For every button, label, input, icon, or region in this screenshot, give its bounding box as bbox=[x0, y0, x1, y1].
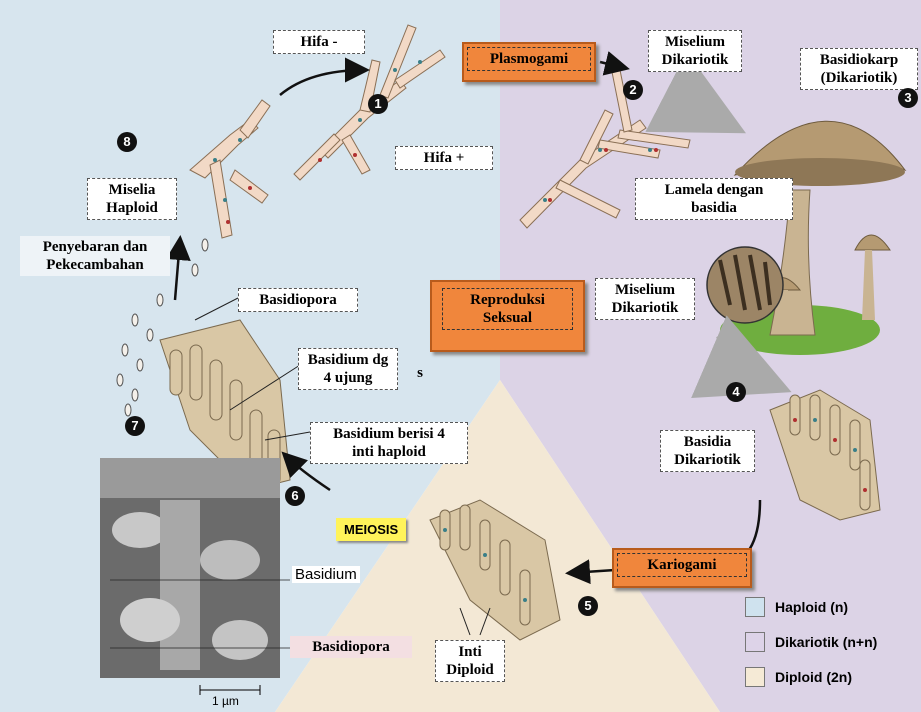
text-line: Dikariotik bbox=[600, 299, 690, 317]
text-line: Pekecambahan bbox=[24, 256, 166, 274]
text-line: 4 ujung bbox=[303, 369, 393, 387]
label-basidiokarp: Basidiokarp(Dikariotik) bbox=[800, 48, 918, 90]
label-basidiopora-top: Basidiopora bbox=[238, 288, 358, 312]
box-plasmogami: Plasmogami bbox=[462, 42, 596, 82]
legend-diploid: Diploid (2n) bbox=[745, 667, 852, 687]
text-line: Inti bbox=[440, 643, 500, 661]
text-line: Diploid bbox=[440, 661, 500, 679]
legend-swatch-haploid bbox=[745, 597, 765, 617]
label-kariogami: Kariogami bbox=[617, 553, 747, 577]
text-line: Seksual bbox=[447, 309, 568, 327]
step-5-marker: 5 bbox=[578, 596, 598, 616]
legend-swatch-dikariotik bbox=[745, 632, 765, 652]
label-basidiopora-bottom: Basidiopora bbox=[290, 636, 412, 658]
step-6-marker: 6 bbox=[285, 486, 305, 506]
text-line: Reproduksi bbox=[447, 291, 568, 309]
legend-label-diploid: Diploid (2n) bbox=[775, 669, 852, 685]
text-line: Miselium bbox=[653, 33, 737, 51]
text-line: Miselium bbox=[600, 281, 690, 299]
text-line: Dikariotik bbox=[653, 51, 737, 69]
text-line: inti haploid bbox=[315, 443, 463, 461]
box-kariogami: Kariogami bbox=[612, 548, 752, 588]
sem-micrograph bbox=[100, 458, 290, 695]
text-line: Basidium dg bbox=[303, 351, 393, 369]
legend-label-dikariotik: Dikariotik (n+n) bbox=[775, 634, 877, 650]
label-hifa-minus: Hifa - bbox=[273, 30, 365, 54]
text-line: basidia bbox=[640, 199, 788, 217]
step-1-marker: 1 bbox=[368, 94, 388, 114]
text-line: Lamela dengan bbox=[640, 181, 788, 199]
label-meiosis: MEIOSIS bbox=[336, 518, 406, 541]
scale-bar-label: 1 µm bbox=[212, 694, 239, 708]
text-line: Basidium berisi 4 bbox=[315, 425, 463, 443]
step-2-marker: 2 bbox=[623, 80, 643, 100]
step-3-marker: 3 bbox=[898, 88, 918, 108]
text-line: (Dikariotik) bbox=[805, 69, 913, 87]
step-8-marker: 8 bbox=[117, 132, 137, 152]
legend-haploid: Haploid (n) bbox=[745, 597, 848, 617]
text-line: Haploid bbox=[92, 199, 172, 217]
legend-swatch-diploid bbox=[745, 667, 765, 687]
text-line: Dikariotik bbox=[665, 451, 750, 469]
label-hifa-plus: Hifa + bbox=[395, 146, 493, 170]
step-7-marker: 7 bbox=[125, 416, 145, 436]
label-plasmogami: Plasmogami bbox=[467, 47, 591, 71]
text-line: Penyebaran dan bbox=[24, 238, 166, 256]
legend-label-haploid: Haploid (n) bbox=[775, 599, 848, 615]
legend-dikariotik: Dikariotik (n+n) bbox=[745, 632, 877, 652]
text-line: Basidiokarp bbox=[805, 51, 913, 69]
step-4-marker: 4 bbox=[726, 382, 746, 402]
text-line: Basidia bbox=[665, 433, 750, 451]
label-s: s bbox=[410, 362, 430, 384]
text-line: Miselia bbox=[92, 181, 172, 199]
label-basidium-sem: Basidium bbox=[292, 566, 360, 583]
